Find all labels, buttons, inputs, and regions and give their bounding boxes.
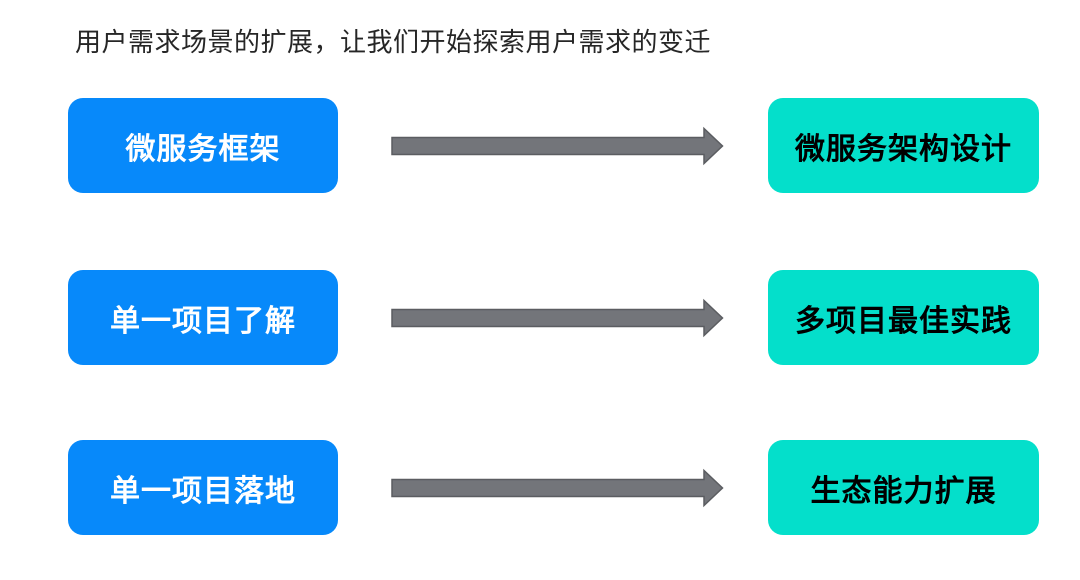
target-box: 多项目最佳实践 (768, 270, 1039, 365)
arrow-right-icon (391, 126, 724, 165)
flow-row: 单一项目了解 多项目最佳实践 (0, 270, 1080, 365)
slide-title: 用户需求场景的扩展，让我们开始探索用户需求的变迁 (75, 27, 712, 57)
target-box: 生态能力扩展 (768, 440, 1039, 535)
flow-row: 微服务框架 微服务架构设计 (0, 98, 1080, 193)
arrow-right-icon (391, 468, 724, 507)
arrow-right-icon (391, 298, 724, 337)
target-box: 微服务架构设计 (768, 98, 1039, 193)
source-box: 单一项目了解 (68, 270, 338, 365)
flow-row: 单一项目落地 生态能力扩展 (0, 440, 1080, 535)
source-box: 微服务框架 (68, 98, 338, 193)
source-box: 单一项目落地 (68, 440, 338, 535)
